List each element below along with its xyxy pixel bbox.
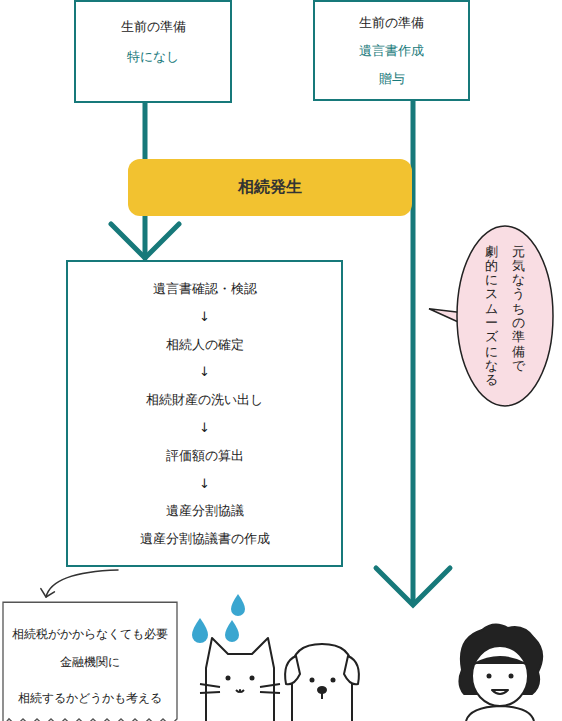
note-text: 相続税がかからなくても必要 金融機関に	[6, 620, 174, 676]
cat-illustration	[200, 638, 280, 721]
band-label: 相続発生	[238, 177, 302, 198]
text-column: 劇的にスムーズになる	[485, 245, 498, 388]
process-box: 遺言書確認・検認↓相続人の確定↓相続財産の洗い出し↓評価額の算出↓遺産分割協議遺…	[66, 260, 343, 567]
step-arrow: ↓	[199, 358, 210, 386]
note-paper: 相続税がかからなくても必要 金融機関に相続するかどうかも考える	[2, 600, 178, 721]
step-label: 遺言書確認・検認	[153, 275, 257, 303]
event-band: 相続発生	[128, 159, 412, 216]
text-column: 元気なうちの準備で	[512, 245, 525, 388]
box-item: 贈与	[379, 70, 405, 88]
step-label: 相続財産の洗い出し	[146, 386, 263, 414]
box-heading: 生前の準備	[359, 14, 424, 32]
step-arrow: ↓	[199, 470, 210, 498]
connector-line	[46, 570, 118, 597]
arrow-head	[41, 589, 55, 597]
note-text: 相続するかどうかも考える	[6, 684, 174, 712]
step-label: 相続人の確定	[166, 331, 244, 359]
dog-illustration	[285, 644, 359, 721]
box-item: 遺言書作成	[359, 42, 424, 60]
bubble-outline	[455, 224, 555, 408]
bubble-ellipse	[457, 226, 553, 406]
woman-illustration	[459, 624, 542, 721]
connector-arrow	[41, 570, 118, 597]
preparation-box: 生前の準備遺言書作成贈与	[313, 0, 470, 101]
sweat-drops	[192, 594, 245, 643]
step-arrow: ↓	[199, 414, 210, 442]
preparation-box: 生前の準備特になし	[74, 0, 232, 103]
step-label: 評価額の算出	[166, 442, 244, 470]
torn-paper	[3, 602, 177, 721]
box-item: 特になし	[127, 48, 179, 66]
arrow-head	[111, 224, 179, 258]
speech-bubble: 元気なうちの準備で 劇的にスムーズになる	[455, 224, 555, 408]
step-label: 遺産分割協議書の作成	[140, 525, 270, 553]
step-label: 遺産分割協議	[166, 497, 244, 525]
step-arrow: ↓	[199, 303, 210, 331]
box-heading: 生前の準備	[121, 18, 186, 36]
bubble-text: 元気なうちの準備で 劇的にスムーズになる	[485, 245, 525, 388]
